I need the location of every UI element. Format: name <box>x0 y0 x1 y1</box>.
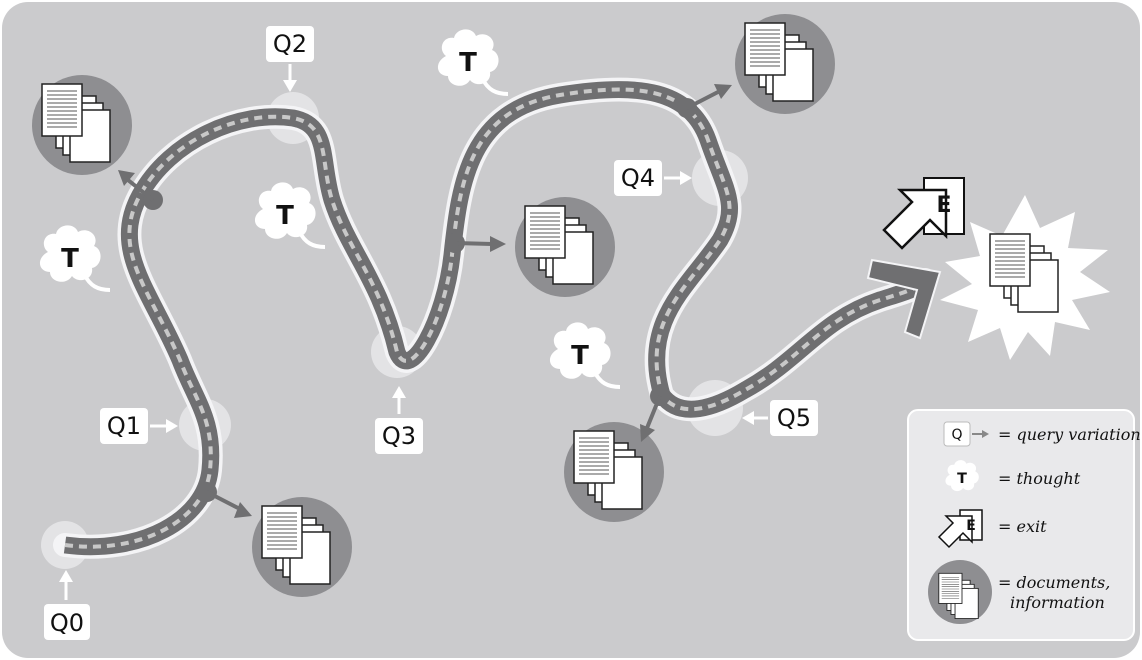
legend-exit-text: = exit <box>998 517 1047 536</box>
query-label: Q3 <box>382 422 416 450</box>
thought-label: T <box>61 244 79 274</box>
legend-docs-text-1: = documents, <box>998 573 1110 592</box>
query-label: Q4 <box>621 164 655 192</box>
legend-docs-text-2: information <box>1010 593 1105 612</box>
query-label: Q0 <box>50 609 84 637</box>
exit-label: E <box>936 193 951 218</box>
thought-label: T <box>571 341 589 371</box>
query-label: Q1 <box>107 412 141 440</box>
query-label: Q5 <box>777 404 811 432</box>
thought-label: T <box>276 201 294 231</box>
legend-query-text: = query variation <box>998 425 1141 444</box>
legend-exit-icon: E <box>966 518 976 534</box>
legend: Q = query variation T = thought E = exit… <box>908 410 1141 640</box>
query-label: Q2 <box>273 30 307 58</box>
thought-label: T <box>459 48 477 78</box>
legend-thought-icon: T <box>957 471 967 487</box>
legend-query-icon: Q <box>951 427 962 443</box>
legend-thought-text: = thought <box>998 469 1081 488</box>
